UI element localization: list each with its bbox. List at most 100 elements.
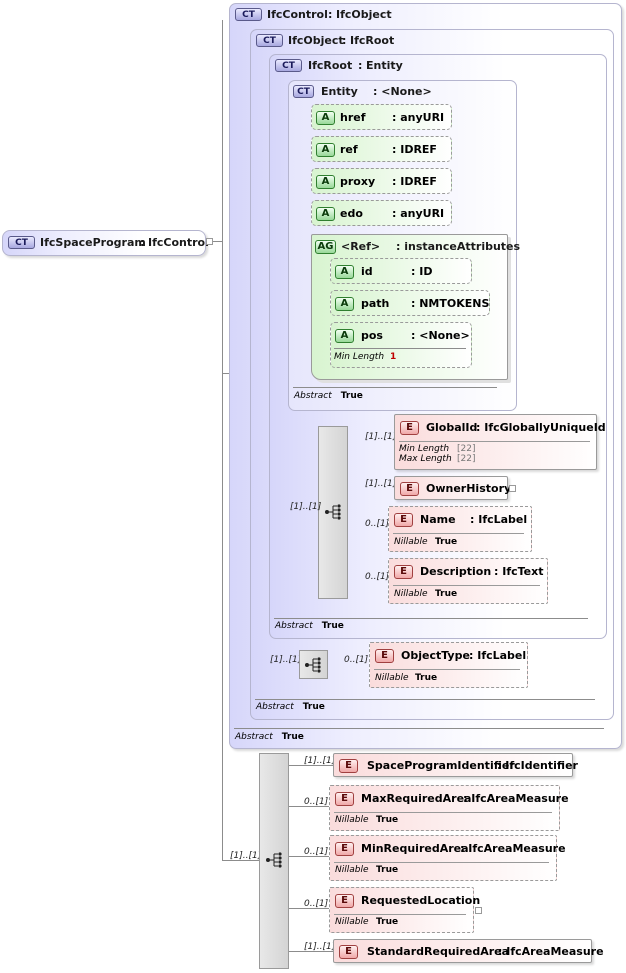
element-objecttype[interactable]: E ObjectType : IfcLabel Nillable True [369, 642, 528, 688]
connector [289, 765, 333, 766]
element-ownerhistory[interactable]: E OwnerHistory [394, 476, 512, 500]
complex-type-icon: CT [293, 85, 314, 98]
element-minrequiredarea[interactable]: E MinRequiredArea : IfcAreaMeasure Nilla… [329, 835, 566, 881]
sequence-multiplicity: [1]..[1] [230, 851, 262, 861]
element-multiplicity: [1]..[1] [304, 942, 336, 952]
element-type: : IfcLabel [470, 513, 528, 526]
connector [289, 951, 333, 952]
entity-base: : <None> [373, 85, 432, 98]
abstract-divider [255, 699, 595, 700]
element-name: Description [420, 565, 492, 578]
element-name: GlobalId [426, 421, 478, 434]
facet-label: Nillable [375, 673, 409, 683]
attribute-proxy[interactable]: A proxy : IDREF [311, 168, 452, 194]
element-name-label[interactable]: E Name : IfcLabel Nillable True [388, 506, 532, 552]
ifcobject-name: IfcObject [288, 34, 344, 47]
expand-toggle-icon[interactable] [475, 907, 482, 914]
attribute-href[interactable]: A href : anyURI [311, 104, 452, 130]
element-icon: E [339, 945, 358, 959]
facet-label: Nillable [335, 815, 369, 825]
element-icon: E [335, 894, 354, 908]
element-name: StandardRequiredArea [367, 945, 510, 958]
sequence-multiplicity: [1]..[1] [270, 655, 302, 665]
element-name: MinRequiredArea [361, 842, 469, 855]
attribute-pos[interactable]: A pos : <None> Min Length 1 [330, 322, 472, 368]
attribute-edo[interactable]: A edo : anyURI [311, 200, 452, 226]
attribute-ref[interactable]: A ref : IDREF [311, 136, 452, 162]
facet-divider [393, 585, 540, 586]
facet-label: Nillable [394, 537, 428, 547]
attribute-type: : NMTOKENS [411, 297, 490, 310]
element-name: RequestedLocation [361, 894, 481, 907]
root-type-sep: : [140, 236, 145, 249]
element-type: : IfcAreaMeasure [463, 792, 569, 805]
attribute-name: proxy [340, 175, 376, 188]
attribute-type: : ID [411, 265, 433, 278]
facet-value: True [376, 815, 399, 825]
sequence-icon [324, 504, 344, 520]
ifcroot-sep: : [358, 59, 363, 72]
element-multiplicity: 0..[1] [304, 899, 329, 909]
ifcobject-base: IfcRoot [350, 34, 395, 47]
attribute-type: : anyURI [392, 111, 445, 124]
element-icon: E [400, 421, 419, 435]
facet-value: True [435, 589, 458, 599]
ifcroot-base: Entity [366, 59, 403, 72]
element-description[interactable]: E Description : IfcText Nillable True [388, 558, 548, 604]
ifcobject-sep: : [342, 34, 347, 47]
facet-divider [374, 669, 520, 670]
element-globalid[interactable]: E GlobalId : IfcGloballyUniqueId Min Len… [394, 414, 606, 470]
expand-toggle-icon[interactable] [509, 485, 516, 492]
ifccontrol-name: IfcControl [267, 8, 328, 21]
element-multiplicity: 0..[1] [304, 847, 329, 857]
sequence-compositor[interactable] [259, 753, 289, 969]
element-icon: E [394, 565, 413, 579]
attribute-type: : IDREF [392, 143, 437, 156]
element-maxrequiredarea[interactable]: E MaxRequiredArea : IfcAreaMeasure Nilla… [329, 785, 569, 831]
attribute-icon: A [316, 143, 335, 157]
element-multiplicity: [1]..[1] [365, 479, 397, 489]
element-requestedlocation[interactable]: E RequestedLocation Nillable True [329, 887, 480, 933]
element-icon: E [394, 513, 413, 527]
attribute-icon: A [316, 111, 335, 125]
element-name: OwnerHistory [426, 482, 512, 495]
facet-divider [334, 812, 552, 813]
facet-divider [334, 348, 466, 349]
element-icon: E [400, 482, 419, 496]
element-multiplicity: [1]..[1] [365, 432, 397, 442]
complex-type-icon: CT [256, 34, 283, 47]
attribute-type: : IDREF [392, 175, 437, 188]
attribute-path[interactable]: A path : NMTOKENS [330, 290, 490, 316]
ifccontrol-sep: : [328, 8, 333, 21]
complex-type-icon: CT [235, 8, 262, 21]
facet-divider [393, 533, 524, 534]
element-multiplicity: 0..[1] [365, 572, 390, 582]
root-type-box[interactable]: CT IfcSpaceProgram : IfcControl [2, 230, 209, 256]
element-multiplicity: 0..[1] [344, 655, 369, 665]
element-icon: E [335, 842, 354, 856]
element-type: : IfcGloballyUniqueId [476, 421, 606, 434]
attribute-group-name: <Ref> [341, 240, 381, 253]
facet-label: Nillable [335, 865, 369, 875]
ifccontrol-base: IfcObject [336, 8, 392, 21]
element-type: : IfcAreaMeasure [498, 945, 604, 958]
connector [289, 806, 329, 807]
element-multiplicity: 0..[1] [304, 797, 329, 807]
element-standardrequiredarea[interactable]: E StandardRequiredArea : IfcAreaMeasure [333, 939, 604, 963]
connector [204, 241, 222, 242]
attribute-name: id [361, 265, 373, 278]
attribute-name: pos [361, 329, 383, 342]
element-spaceprogramidentifier[interactable]: E SpaceProgramIdentifier : IfcIdentifier [333, 753, 578, 777]
root-type-name: IfcSpaceProgram [40, 236, 146, 249]
connector [289, 908, 329, 909]
facet-divider [334, 862, 549, 863]
attribute-icon: A [316, 175, 335, 189]
attribute-id[interactable]: A id : ID [330, 258, 472, 284]
expand-toggle-icon[interactable] [206, 238, 213, 245]
facet-label: Nillable [394, 589, 428, 599]
